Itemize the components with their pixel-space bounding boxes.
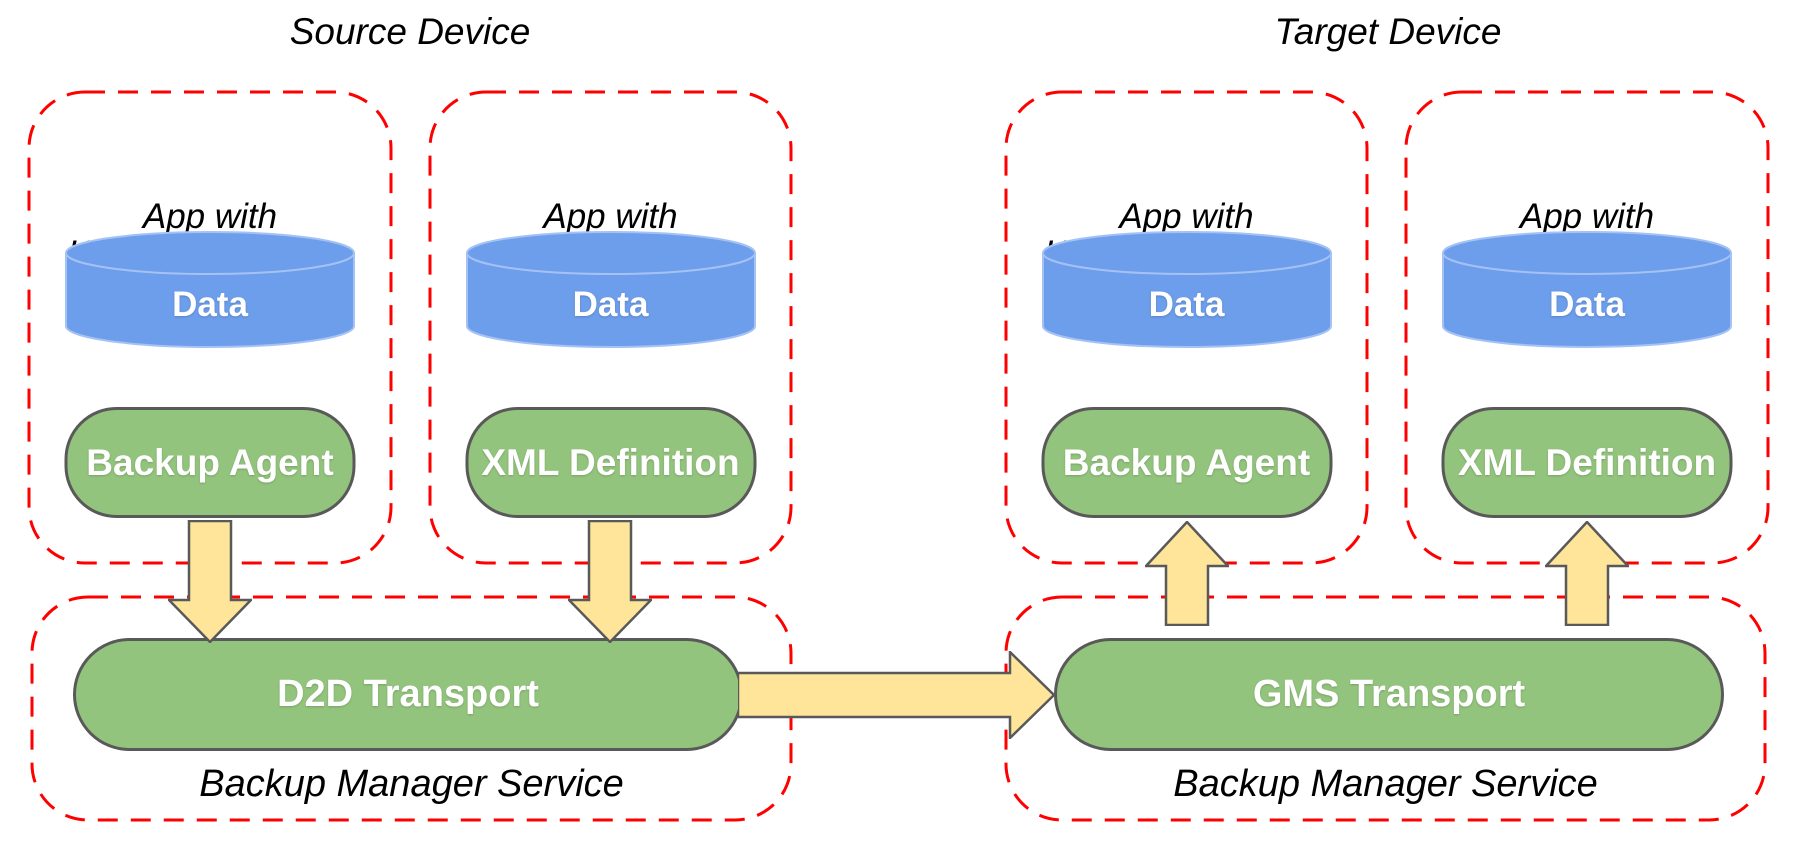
up-arrow-icon bbox=[1145, 521, 1229, 626]
component-pill-backup-agent: Backup Agent bbox=[1041, 407, 1332, 518]
transport-pill-gms: GMS Transport bbox=[1054, 638, 1724, 751]
source-device-title: Source Device bbox=[289, 11, 531, 52]
component-pill-backup-agent: Backup Agent bbox=[64, 407, 356, 518]
data-cylinder: Data bbox=[64, 230, 356, 350]
up-arrow-icon bbox=[1545, 521, 1629, 626]
data-label: Data bbox=[1549, 285, 1625, 324]
backup-manager-box-target: Backup Manager Service bbox=[1004, 595, 1767, 822]
data-cylinder: Data bbox=[465, 230, 757, 350]
service-label: Backup Manager Service bbox=[1173, 763, 1598, 805]
data-cylinder: Data bbox=[1041, 230, 1333, 350]
cylinder-icon bbox=[1041, 231, 1332, 348]
app-box-target-auto: App with Auto Backup Data XML Definition bbox=[1404, 90, 1770, 565]
component-label: Backup Agent bbox=[1062, 441, 1311, 483]
transport-pill-d2d: D2D Transport bbox=[73, 638, 743, 751]
cylinder-icon bbox=[1442, 231, 1732, 348]
service-label: Backup Manager Service bbox=[199, 763, 624, 805]
transport-label: D2D Transport bbox=[277, 673, 539, 715]
app-box-source-keyvalue: App with Key/Value Backup Data Backup Ag… bbox=[27, 90, 393, 565]
app-box-source-auto: App with Auto Backup Data XML Definition bbox=[428, 90, 793, 565]
data-label: Data bbox=[172, 285, 248, 324]
component-label: XML Definition bbox=[481, 441, 740, 483]
cylinder-icon bbox=[65, 231, 355, 348]
component-label: Backup Agent bbox=[86, 441, 334, 483]
target-device-title: Target Device bbox=[1274, 11, 1502, 52]
data-label: Data bbox=[572, 285, 649, 324]
component-label: XML Definition bbox=[1457, 441, 1717, 483]
down-arrow-icon bbox=[168, 520, 252, 643]
cylinder-icon bbox=[465, 231, 756, 348]
component-pill-xml-definition: XML Definition bbox=[1441, 407, 1733, 518]
transfer-arrow-icon bbox=[738, 651, 1056, 739]
data-label: Data bbox=[1148, 285, 1225, 324]
component-pill-xml-definition: XML Definition bbox=[465, 407, 756, 518]
app-box-target-keyvalue: App with Key/Value Backup Data Backup Ag… bbox=[1004, 90, 1369, 565]
dashed-border bbox=[30, 595, 793, 822]
data-cylinder: Data bbox=[1441, 230, 1733, 350]
transport-label: GMS Transport bbox=[1252, 673, 1526, 715]
down-arrow-icon bbox=[568, 520, 652, 643]
backup-manager-box-source: Backup Manager Service bbox=[30, 595, 793, 822]
